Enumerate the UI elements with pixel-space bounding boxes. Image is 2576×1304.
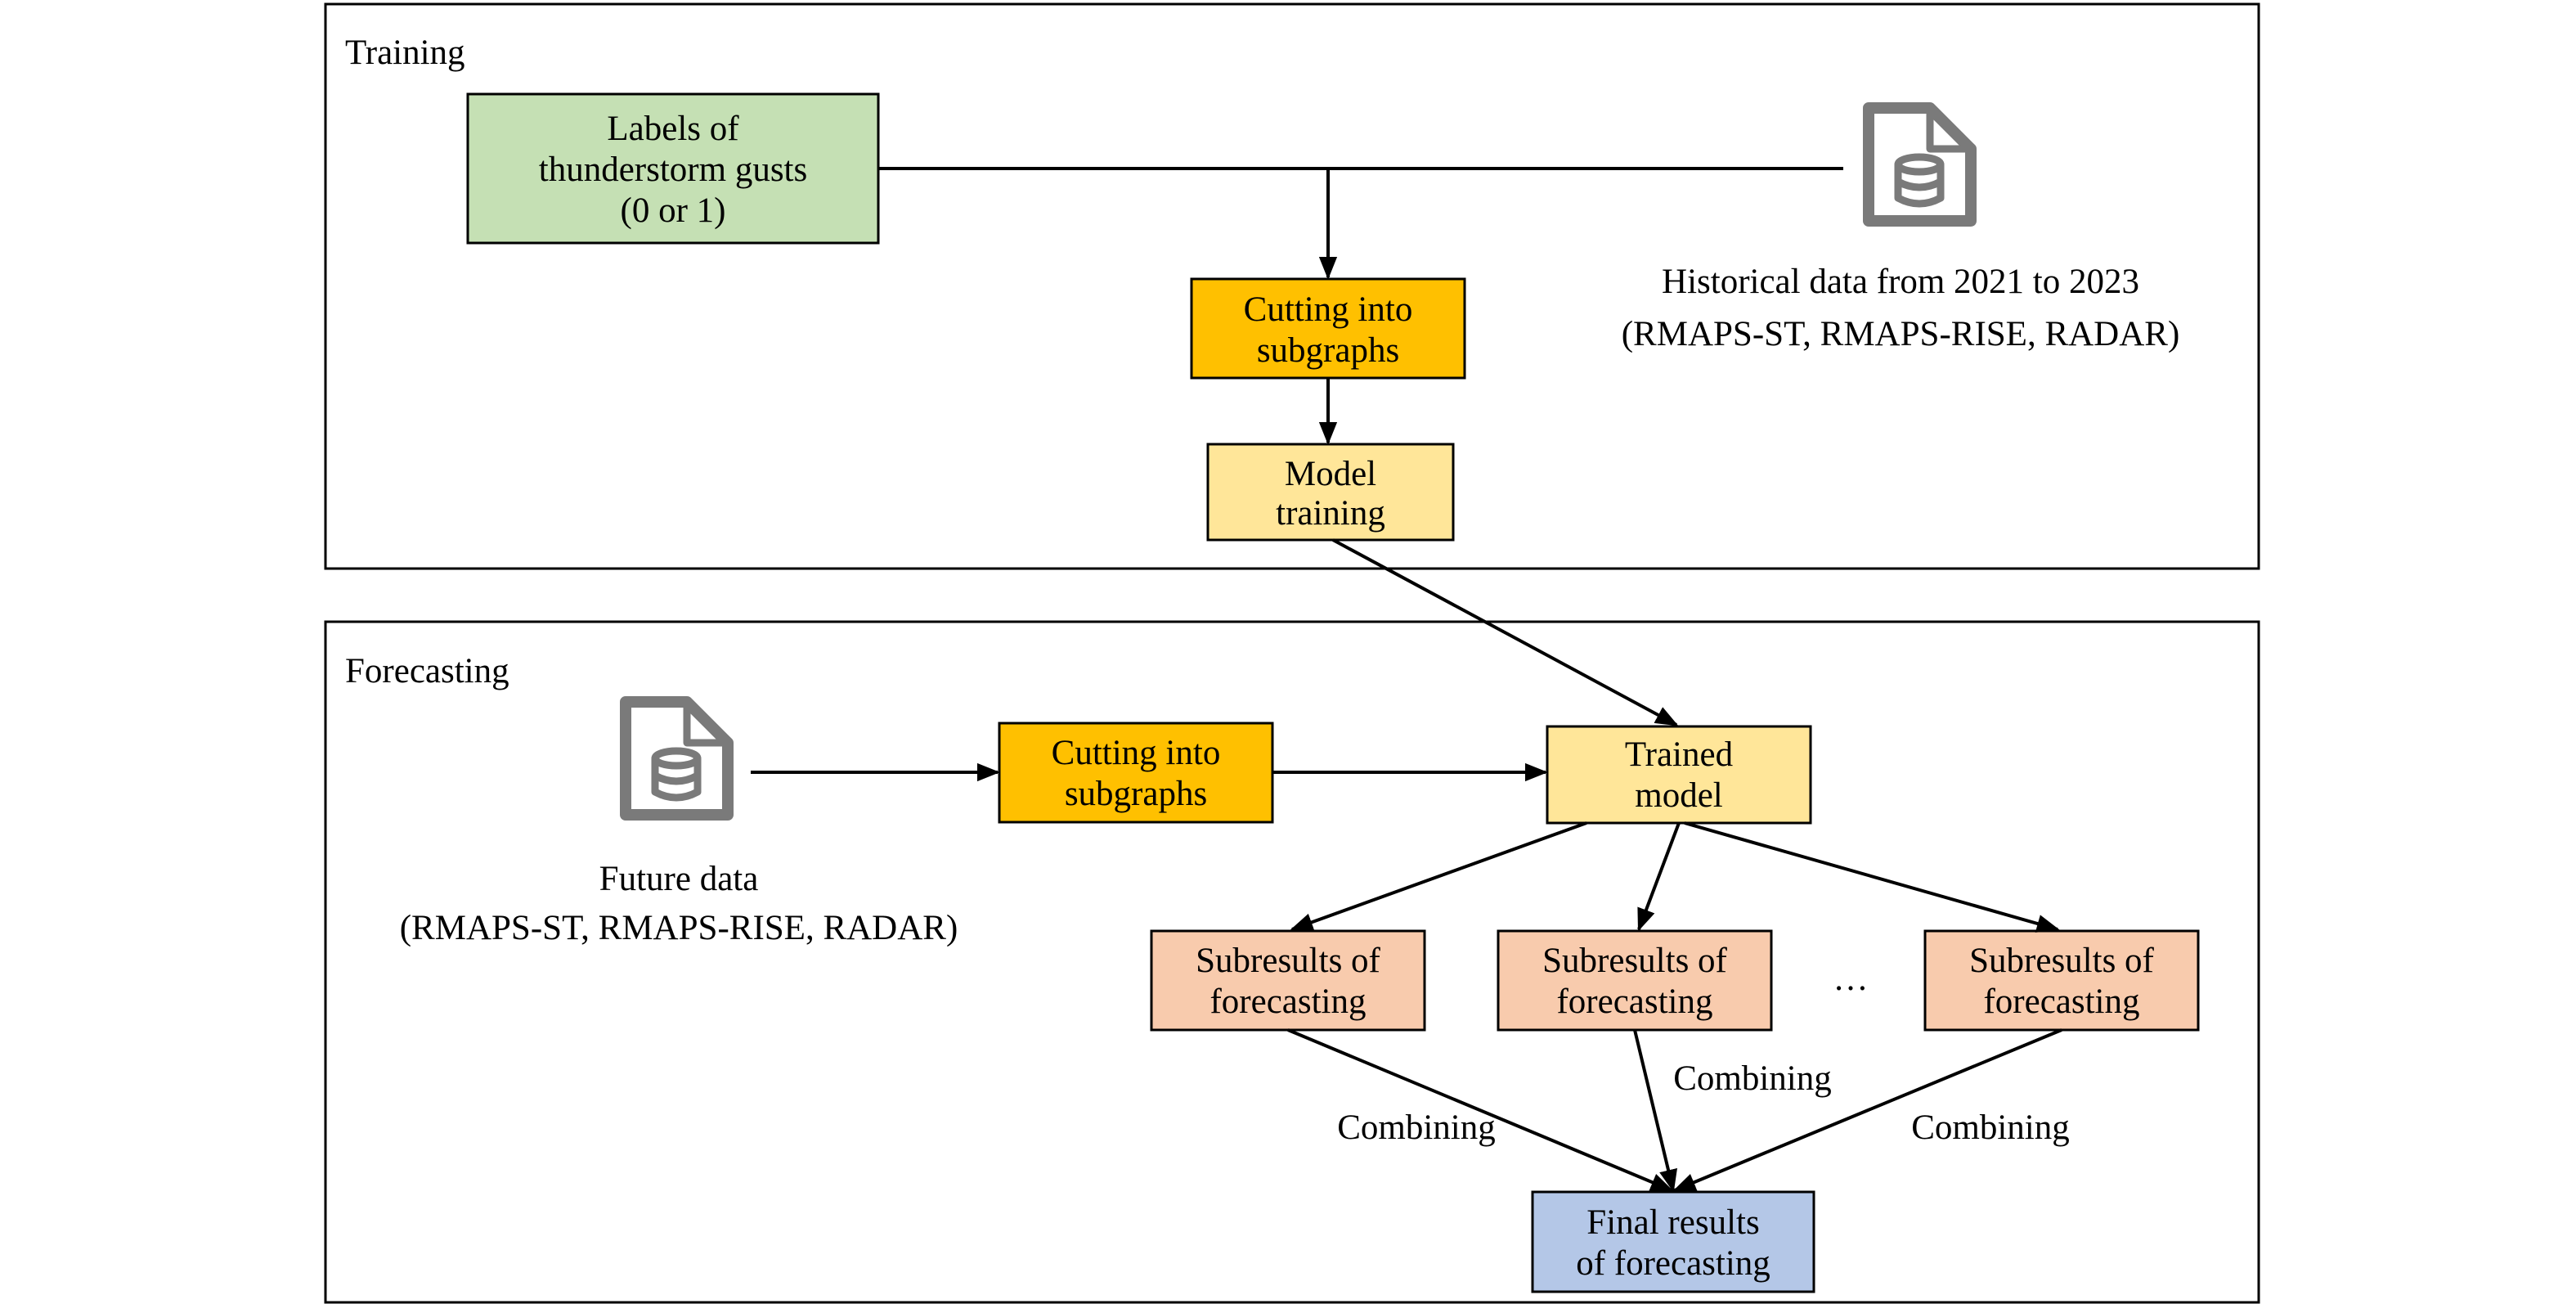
- future-data-label: Future data (RMAPS-ST, RMAPS-RISE, RADAR…: [400, 860, 958, 947]
- subresult-1-to-final-arrow: [1287, 1028, 1674, 1192]
- model-training-box: Model training: [1206, 443, 1455, 542]
- subresult-box-2: Subresults of forecasting: [1497, 929, 1773, 1032]
- trained-model-line1: Trained: [1625, 735, 1733, 774]
- subresult-2-to-final-arrow: [1633, 1029, 1678, 1193]
- training-cutting-box: Cutting into subgraphs: [1190, 277, 1466, 380]
- subresult-1-line1: Subresults of: [1196, 942, 1380, 980]
- model-training-to-trained-model-arrow: [1332, 538, 1679, 726]
- labels-box-line3: (0 or 1): [621, 191, 726, 230]
- historical-data-line1: Historical data from 2021 to 2023: [1662, 263, 2139, 301]
- forecasting-cutting-box: Cutting into subgraphs: [998, 722, 1274, 824]
- final-results-line2: of forecasting: [1576, 1244, 1770, 1283]
- labels-box-line2: thunderstorm gusts: [539, 151, 807, 189]
- future-data-line2: (RMAPS-ST, RMAPS-RISE, RADAR): [400, 909, 958, 947]
- historical-data-line2: (RMAPS-ST, RMAPS-RISE, RADAR): [1622, 315, 2180, 353]
- forecasting-cutting-line2: subgraphs: [1065, 775, 1207, 813]
- subresults-ellipsis: …: [1833, 960, 1869, 998]
- forecasting-cutting-line1: Cutting into: [1052, 734, 1221, 772]
- labels-box: Labels of thunderstorm gusts (0 or 1): [466, 92, 880, 245]
- subresult-box-1: Subresults of forecasting: [1150, 929, 1426, 1032]
- trained-model-to-subresult-1-arrow: [1290, 821, 1587, 931]
- subresult-2-line2: forecasting: [1556, 982, 1712, 1021]
- subresult-3-to-final-arrow: [1672, 1028, 2062, 1192]
- model-training-line2: training: [1276, 494, 1385, 533]
- training-cutting-line2: subgraphs: [1257, 331, 1399, 370]
- database-file-icon: [620, 696, 734, 821]
- historical-data-label: Historical data from 2021 to 2023 (RMAPS…: [1622, 263, 2180, 353]
- subresult-box-3: Subresults of forecasting: [1923, 929, 2200, 1032]
- labels-box-line1: Labels of: [607, 110, 739, 148]
- future-data-line1: Future data: [599, 860, 759, 898]
- training-title: Training: [345, 34, 465, 72]
- training-panel: Training Labels of thunderstorm gusts (0…: [324, 2, 2260, 570]
- forecasting-title: Forecasting: [345, 652, 509, 690]
- trained-model-to-subresult-2-arrow: [1637, 822, 1681, 932]
- subresult-1-line2: forecasting: [1209, 982, 1366, 1021]
- trained-model-to-subresult-3-arrow: [1684, 821, 2060, 933]
- combining-label-middle: Combining: [1673, 1059, 1832, 1098]
- forecasting-panel: Forecasting Future data (RMAPS-ST, RMAPS…: [324, 620, 2260, 1304]
- trained-model-box: Trained model: [1546, 725, 1812, 825]
- subresult-3-line1: Subresults of: [1969, 942, 2154, 980]
- combining-label-left: Combining: [1337, 1108, 1496, 1147]
- model-training-line1: Model: [1285, 455, 1376, 493]
- final-results-box: Final results of forecasting: [1531, 1190, 1815, 1293]
- combining-label-right: Combining: [1911, 1108, 2070, 1147]
- final-results-line1: Final results: [1586, 1203, 1759, 1242]
- training-cutting-line1: Cutting into: [1244, 290, 1413, 329]
- database-file-icon: [1863, 102, 1977, 227]
- subresult-3-line2: forecasting: [1983, 982, 2139, 1021]
- subresult-2-line1: Subresults of: [1542, 942, 1727, 980]
- trained-model-line2: model: [1635, 776, 1723, 815]
